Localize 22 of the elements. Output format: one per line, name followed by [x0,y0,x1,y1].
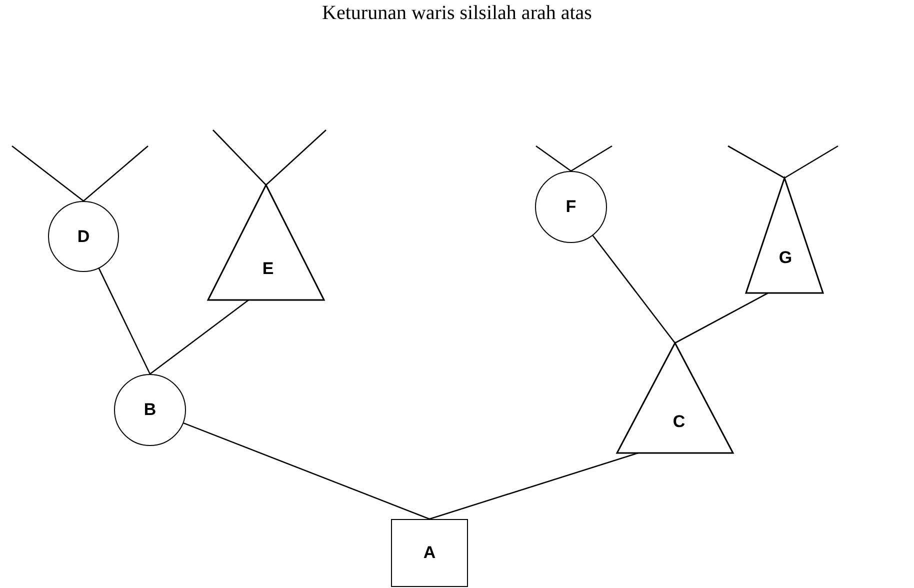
connector-line [98,268,151,374]
open-line [784,145,838,179]
triangle-node: G [746,178,823,293]
circle-node: D [48,201,119,272]
diagram-title: Keturunan waris silsilah arah atas [321,2,593,25]
open-line [266,130,326,186]
circle-node: F [535,171,607,243]
triangle-node: C [617,343,733,453]
open-line [536,145,572,172]
connector-line [150,299,249,375]
connector-line [674,292,768,344]
connector-line [183,422,430,520]
open-line [12,145,84,202]
box-node: A [391,519,468,587]
open-line [728,145,785,179]
open-line [212,130,266,186]
triangle-node: E [208,185,324,300]
connector-line [429,452,638,520]
circle-node: B [114,374,186,446]
connector-line [592,235,676,344]
open-line [83,146,148,202]
open-line [570,145,612,172]
